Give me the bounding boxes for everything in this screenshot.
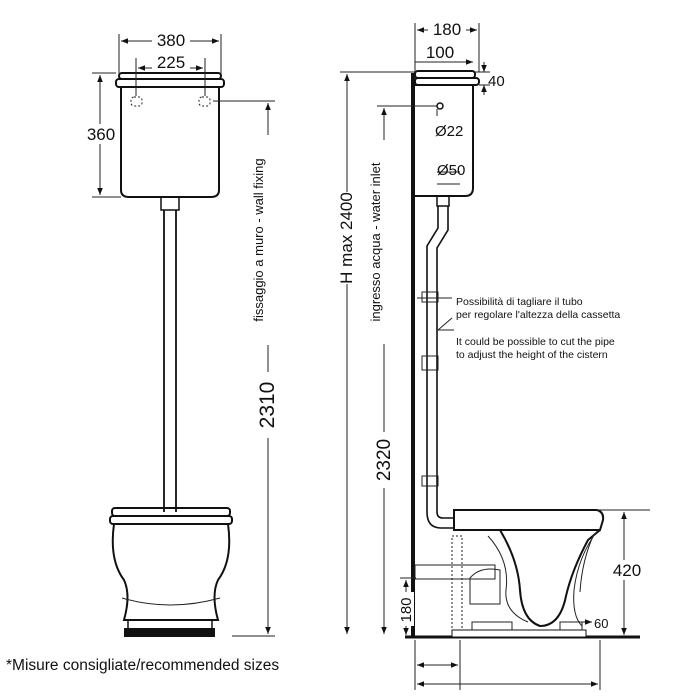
drain-offset-label: 60 [594, 616, 608, 631]
footer-note: *Misure consigliate/recommended sizes [6, 657, 280, 674]
depth-cistern-label: 100 [426, 43, 454, 62]
pipe-cut-note-english: It could be possible to cut the pipe to … [456, 336, 615, 362]
front-view: 380 225 360 fissaggio a muro - wall fixi… [84, 31, 280, 637]
dim-width-fixing: 225 [135, 53, 206, 96]
height-cistern-label: 360 [87, 125, 115, 144]
side-toilet-bowl [414, 509, 605, 638]
inlet-diameter-label: Ø22 [435, 123, 463, 140]
height-fixing-label: 2310 [256, 382, 279, 429]
dim-max-height: H max 2400 [337, 71, 415, 634]
outlet-diameter-label: Ø50 [437, 162, 465, 179]
note-italian-line-1: Possibilità di tagliare il tubo [456, 296, 583, 308]
note-italian-line-2: per regolare l'altezza della cassetta [456, 309, 621, 321]
side-view: 180 100 40 Ø22 Ø50 H max 2400 [337, 20, 650, 690]
dim-bowl-height: 420 [597, 509, 650, 635]
dim-drain-offset: 60 [576, 616, 608, 631]
dim-lid-height: 40 [475, 62, 505, 95]
width-fixing-label: 225 [157, 53, 185, 72]
dim-depth-cistern: 100 [415, 43, 473, 65]
dim-height-fixing: fissaggio a muro - wall fixing 2310 [213, 100, 280, 637]
water-inlet-label: ingresso acqua - water inlet [368, 162, 383, 321]
note-english-line-2: to adjust the height of the cistern [456, 349, 608, 361]
dim-water-inlet: ingresso acqua - water inlet 2320 [368, 105, 437, 634]
front-toilet-bowl [109, 507, 233, 637]
side-flush-pipe [421, 195, 455, 529]
lid-height-label: 40 [488, 73, 505, 90]
depth-overall-label: 180 [433, 20, 461, 39]
note-english-line-1: It could be possible to cut the pipe [456, 336, 615, 348]
side-cistern [414, 70, 480, 197]
front-flush-pipe [163, 210, 177, 512]
dim-depth-overall: 180 [414, 20, 480, 72]
dim-height-cistern: 360 [84, 72, 121, 198]
front-cistern [115, 72, 225, 211]
water-inlet-height-label: 2320 [374, 439, 395, 481]
drain-height-label: 180 [398, 597, 415, 622]
wall [411, 73, 415, 637]
pipe-cut-note-italian: Possibilità di tagliare il tubo per rego… [456, 296, 620, 322]
wall-fixing-label: fissaggio a muro - wall fixing [251, 158, 266, 321]
dim-bottom-offsets [414, 640, 601, 690]
width-overall-label: 380 [157, 31, 185, 50]
max-height-label: H max 2400 [337, 192, 356, 284]
dim-drain-height: 180 [396, 577, 416, 635]
bowl-height-label: 420 [613, 561, 641, 580]
dim-width-overall: 380 [118, 31, 222, 74]
